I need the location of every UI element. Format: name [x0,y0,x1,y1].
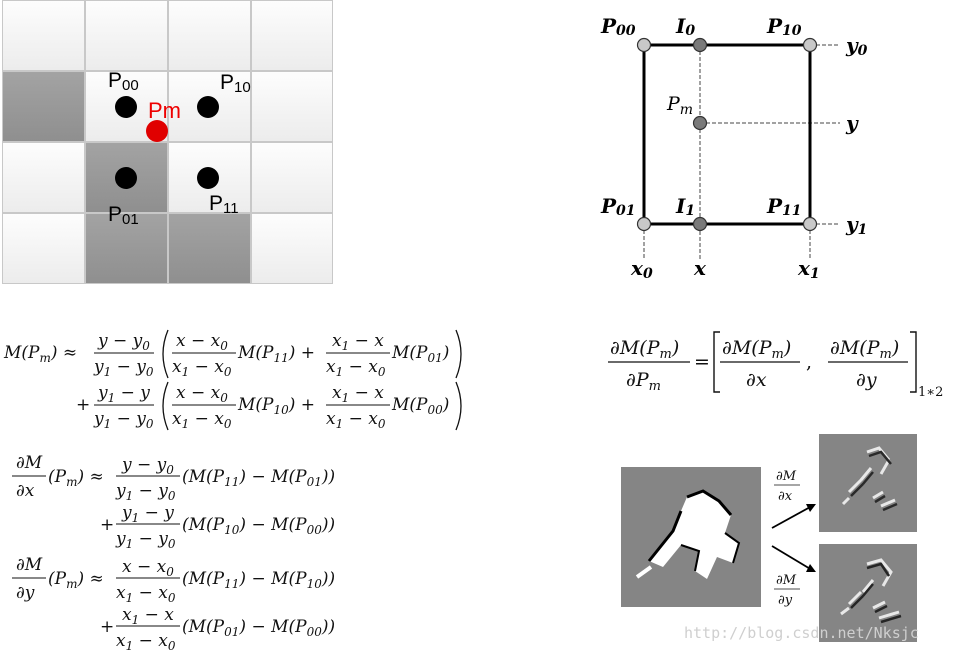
svg-text:(M(P11) − M(P10)): (M(P11) − M(P10)) [182,569,335,591]
label-y: y [845,111,859,135]
svg-text:x1 − x: x1 − x [332,383,384,405]
svg-text:(M(P01) − M(P00)): (M(P01) − M(P00)) [182,617,335,639]
svg-text:+: + [100,515,114,535]
svg-text:x1 − x0: x1 − x0 [326,409,386,431]
svg-text:y1 − y0: y1 − y0 [93,357,154,379]
svg-text:x1 − x: x1 − x [122,605,174,627]
svg-text:x1 − x0: x1 − x0 [172,409,232,431]
label-y0: y0 [845,33,868,59]
svg-text:M(P10) +: M(P10) + [237,395,315,417]
svg-text:=: = [694,351,710,373]
svg-text:(Pm) ≈: (Pm) ≈ [48,467,104,489]
comp1-numerator: ∂M(Pm) [722,337,791,362]
svg-text:x − x0: x − x0 [176,383,228,405]
p10-point [197,96,219,118]
svg-text:M(Pm) ≈: M(Pm) ≈ [3,343,77,365]
lhs-denominator: ∂Pm [626,369,661,394]
svg-text:y − y0: y − y0 [97,331,150,353]
label-p01: P01 [108,203,139,228]
label-p00: P00 [600,14,636,39]
svg-text:y1 − y: y1 − y [121,503,174,525]
svg-text:+: + [100,617,114,637]
svg-text:y − y0: y − y0 [121,455,174,477]
pm-point [146,120,168,142]
matrix-dims: 1∗2 [918,385,943,400]
label-p10: P10 [220,71,251,96]
dy-label-den: ∂y [778,593,793,608]
label-p01: P01 [600,194,636,219]
comp2-denominator: ∂y [856,369,877,391]
p01-point [115,167,137,189]
dy-label-num: ∂M [776,573,797,588]
label-i0: I0 [675,14,695,39]
partial-derivative-equations: ∂M ∂x (Pm) ≈ y − y0 y1 − y0 (M(P11) − M(… [12,453,335,653]
watermark: http://blog.csdn.net/Nksjc [684,624,919,642]
comp1-denominator: ∂x [746,369,767,391]
interpolation-diagram: P00 I0 P10 P01 I1 P11 y0 y y1 x0 x x1 Pm [600,14,868,282]
interpolation-equation: M(Pm) ≈ y − y0 y1 − y0 x − x0 x1 − x0 M(… [3,329,462,431]
label-x: x [693,256,707,280]
svg-text:(M(P11) − M(P01)): (M(P11) − M(P01)) [182,467,335,489]
svg-text:x1 − x0: x1 − x0 [326,357,386,379]
gradient-equation: ∂M(Pm) ∂Pm = ∂M(Pm) ∂x , ∂M(Pm) ∂y 1∗2 [608,331,943,400]
label-pm: Pm [148,98,181,123]
pixel-grid-figure: P00 P10 Pm P01 P11 [2,0,333,284]
label-x1: x1 [797,256,820,282]
svg-text:x1 − x0: x1 − x0 [172,357,232,379]
svg-text:x − x0: x − x0 [176,331,228,353]
label-p00: P00 [108,69,139,94]
label-p11: P11 [766,194,802,219]
svg-text:M(P00): M(P00) [391,395,449,417]
svg-text:(Pm) ≈: (Pm) ≈ [48,569,104,591]
dx-label-num: ∂M [776,469,797,484]
svg-text:y1 − y0: y1 − y0 [115,529,176,551]
dx-label-den: ∂x [778,489,793,504]
svg-text:M(P11) +: M(P11) + [237,343,315,365]
label-x0: x0 [630,256,653,282]
p00-point [115,96,137,118]
svg-text:y1 − y0: y1 − y0 [93,409,154,431]
label-p11: P11 [209,192,239,217]
svg-text:x − x0: x − x0 [122,557,174,579]
svg-text:∂y: ∂y [16,583,35,603]
svg-text:+: + [76,395,90,415]
map-image [621,467,761,607]
svg-text:y1 − y0: y1 − y0 [115,481,176,503]
label-pm: Pm [666,93,693,118]
svg-text:∂M: ∂M [16,555,43,575]
dy-gradient-image [819,544,917,642]
label-p10: P10 [766,14,802,39]
svg-text:x1 − x0: x1 − x0 [116,631,176,653]
svg-text:∂M: ∂M [16,453,43,473]
p11-point [197,167,219,189]
svg-text:(M(P10) − M(P00)): (M(P10) − M(P00)) [182,515,335,537]
svg-text:x1 − x: x1 − x [332,331,384,353]
svg-text:,: , [806,351,812,373]
svg-text:∂x: ∂x [16,481,35,501]
label-y1: y1 [845,212,867,238]
svg-text:M(P01): M(P01) [391,343,449,365]
svg-text:x1 − x0: x1 − x0 [116,583,176,605]
dx-gradient-image [819,434,917,532]
label-i1: I1 [675,194,695,219]
derivative-arrows: ∂M ∂x ∂M ∂y [771,469,816,608]
svg-text:y1 − y: y1 − y [97,383,150,405]
comp2-numerator: ∂M(Pm) [830,337,899,362]
lhs-numerator: ∂M(Pm) [610,337,679,362]
